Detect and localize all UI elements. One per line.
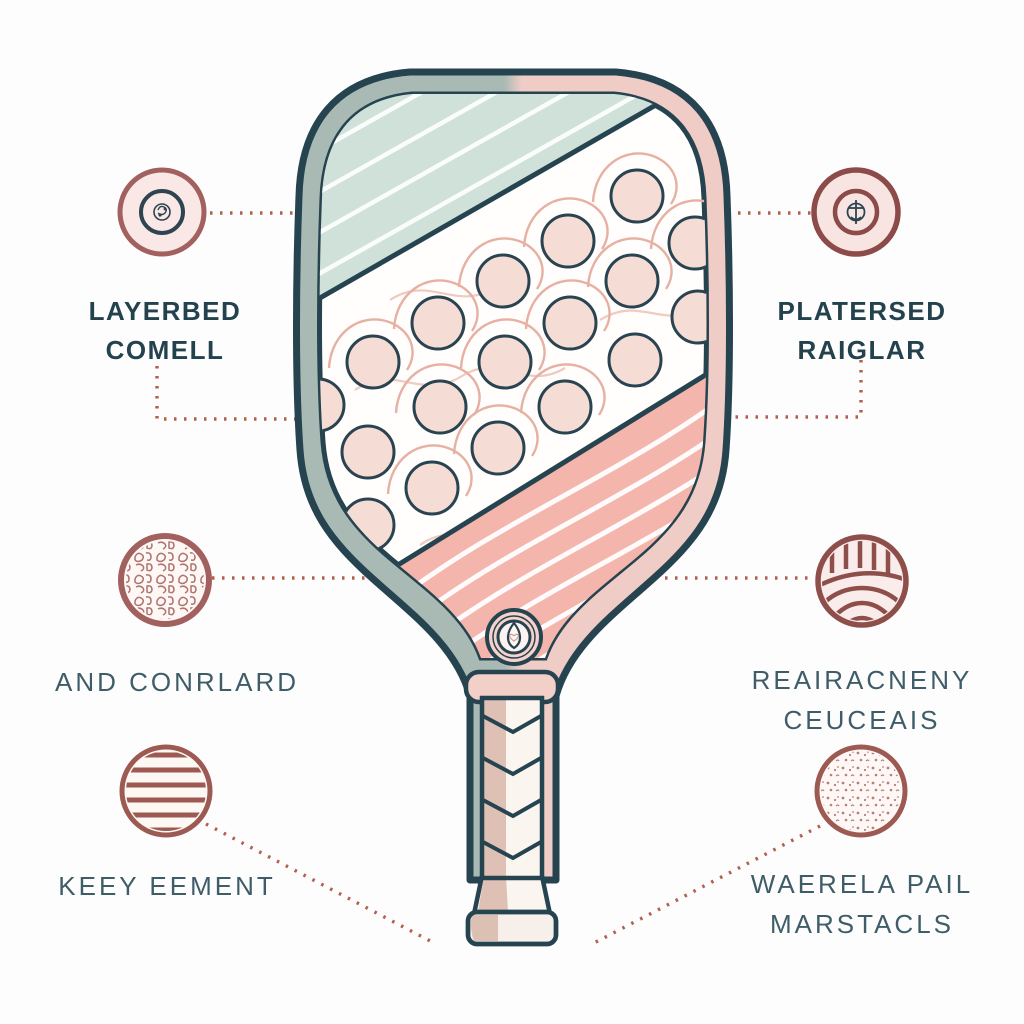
connector-elbow-left [155, 366, 296, 421]
label-line: AND CONRLARD [54, 667, 300, 697]
heart-glyph [509, 633, 519, 642]
label-line: RAIGLAR [797, 335, 927, 365]
grit-surface-icon [814, 744, 908, 838]
label-mid-left: AND CONRLARD [27, 662, 327, 702]
label-top-right: PLATERSED RAIGLAR [712, 292, 1012, 370]
label-line: MARSTACLS [770, 909, 954, 939]
label-line: CEUCEAIS [783, 705, 941, 735]
label-bottom-left: KEEY EEMENT [17, 866, 317, 906]
honeycomb-core-icon [118, 533, 212, 627]
throat-medallion [485, 608, 543, 666]
dot-swirl-field [319, 152, 707, 553]
label-line: KEEY EEMENT [58, 871, 276, 901]
paddle [293, 68, 733, 947]
label-mid-right: REAIRACNENY CEUCEAIS [712, 660, 1012, 740]
label-line: WAERELA PAIL [750, 869, 974, 899]
edge-layers-icon [815, 534, 909, 628]
layer-stack-icon [119, 744, 213, 838]
label-line: REAIRACNENY [751, 665, 973, 695]
paddle-core-icon [117, 167, 207, 257]
label-line: LAYERBED [88, 296, 242, 326]
mint-divider-line [319, 95, 670, 309]
handle [465, 695, 559, 947]
label-bottom-right: WAERELA PAIL MARSTACLS [712, 864, 1012, 944]
label-line: COMELL [105, 335, 225, 365]
label-line: PLATERSED [777, 296, 947, 326]
grip-wrap-lines [482, 714, 542, 861]
surface-texture-icon [811, 167, 901, 257]
band-divider-line [378, 363, 707, 579]
label-top-left: LAYERBED COMELL [15, 292, 315, 370]
dotted-connectors [155, 211, 863, 946]
